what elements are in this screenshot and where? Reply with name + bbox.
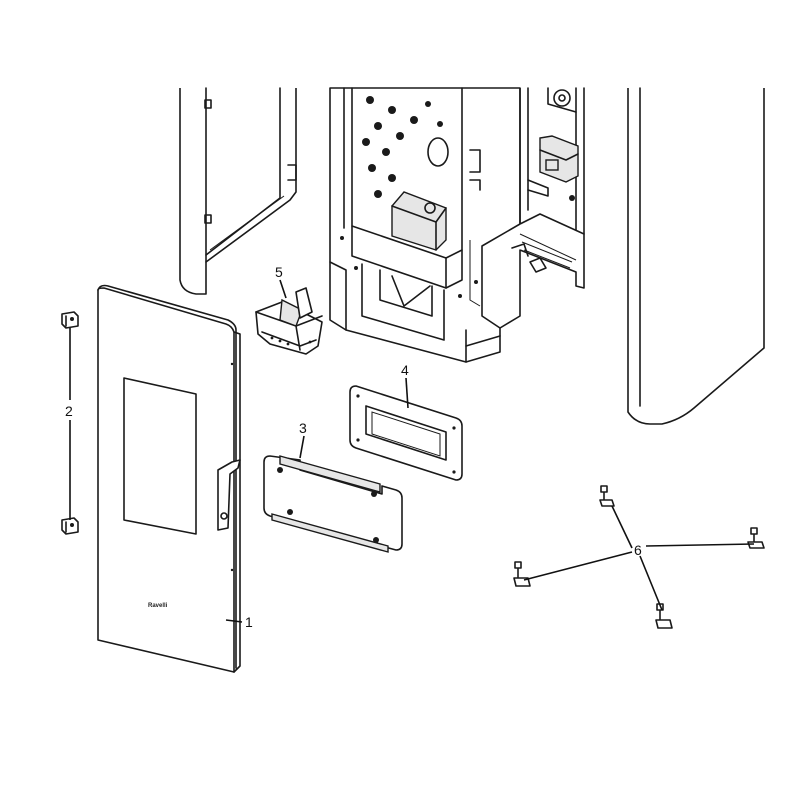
part-1-front-door: Ravelli — [97, 284, 241, 673]
air-holes — [362, 96, 443, 198]
right-side-cover — [627, 87, 765, 425]
callout-3: 3 — [299, 420, 307, 436]
foot — [513, 561, 531, 587]
foot — [599, 485, 615, 507]
foot — [747, 527, 765, 549]
leader-4 — [405, 377, 409, 409]
electronics-bracket — [511, 87, 585, 289]
part-3-plate — [263, 455, 403, 553]
part-6-feet — [513, 485, 765, 629]
part-4-gasket-frame — [349, 385, 463, 481]
stove-body — [329, 87, 521, 363]
left-side-panel — [179, 87, 297, 295]
leader-6c — [523, 551, 633, 581]
callout-6: 6 — [634, 542, 642, 558]
leader-1 — [225, 619, 243, 623]
foot — [655, 603, 673, 629]
leader-6d — [639, 555, 663, 611]
callout-5: 5 — [275, 264, 283, 280]
leader-6a — [611, 505, 633, 549]
callout-4: 4 — [401, 362, 409, 378]
callout-2: 2 — [65, 403, 73, 419]
callout-1: 1 — [245, 614, 253, 630]
part-2-hinges — [61, 311, 79, 535]
leader-3 — [299, 435, 305, 459]
leader-6b — [645, 543, 755, 547]
callout-labels: 1 2 3 4 5 6 — [65, 264, 642, 630]
door-logo: Ravelli — [148, 603, 168, 609]
leader-lines — [69, 279, 755, 623]
part-5-burn-pot — [255, 287, 323, 355]
leader-5 — [279, 279, 287, 299]
